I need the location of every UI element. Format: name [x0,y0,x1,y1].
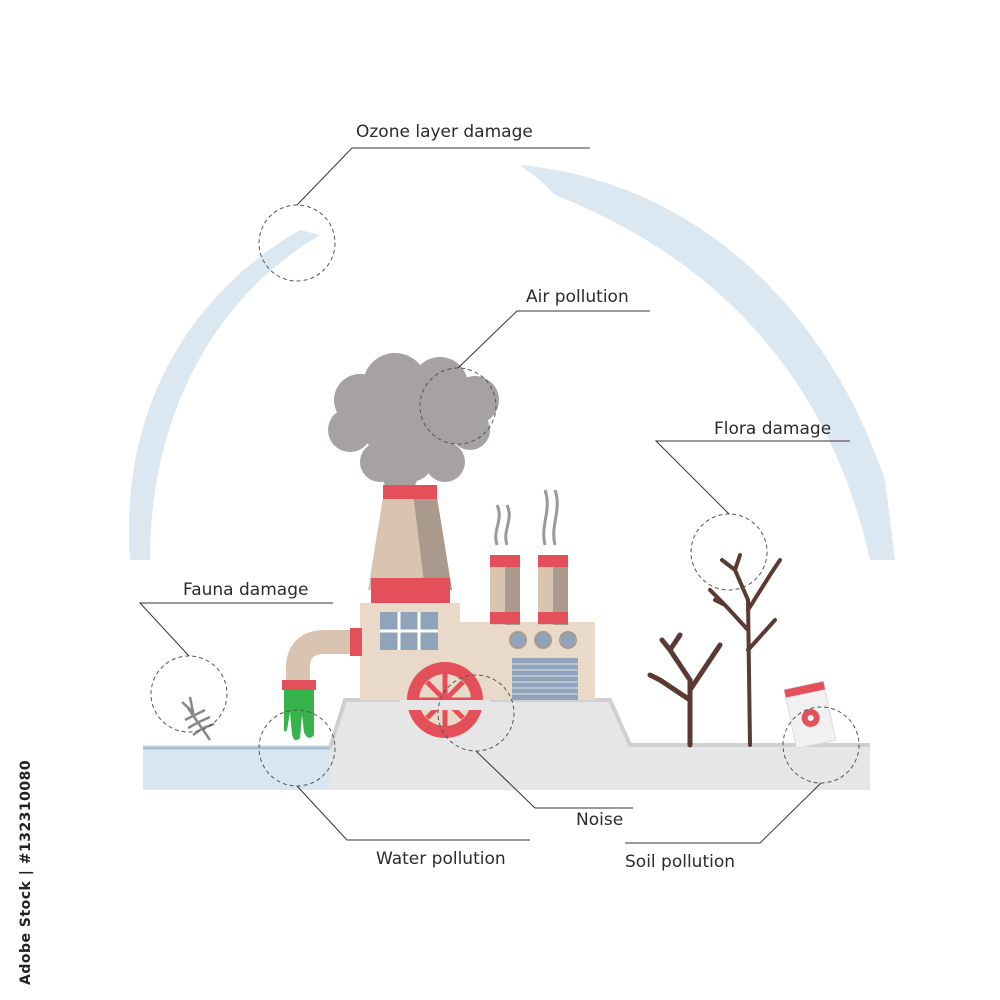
gear-icon [400,662,490,738]
label-flora: Flora damage [714,419,831,439]
water-body [143,745,343,790]
callout-fauna [138,602,333,657]
ground-edge [328,698,870,749]
dead-trees [647,553,782,748]
callout-ozone [296,147,590,206]
stock-id-text: Adobe Stock | #132310080 [18,760,34,985]
garage-door [512,658,578,700]
smoke-cloud [328,353,499,493]
waste-pipe [286,630,360,683]
label-fauna: Fauna damage [183,580,308,600]
ozone-arc-left [128,230,320,560]
callout-water [296,785,530,841]
radioactive-barrel-icon [783,680,837,750]
callout-noise [475,750,633,809]
ozone-layer [128,165,895,560]
fish-skeleton-icon [181,696,215,741]
ring-fauna [150,655,228,733]
ring-flora [690,513,768,591]
label-air: Air pollution [526,287,629,307]
callout-flora [654,440,850,515]
label-water: Water pollution [376,849,506,869]
label-noise: Noise [576,810,623,830]
callout-lines [138,147,850,844]
label-soil: Soil pollution [625,852,735,872]
label-ozone: Ozone layer damage [356,122,533,142]
toxic-discharge [283,690,314,741]
steam-wisps [494,489,559,546]
landscape [143,698,870,790]
ozone-arc-right [520,165,895,560]
callout-soil [625,782,822,844]
callout-air [457,310,650,369]
